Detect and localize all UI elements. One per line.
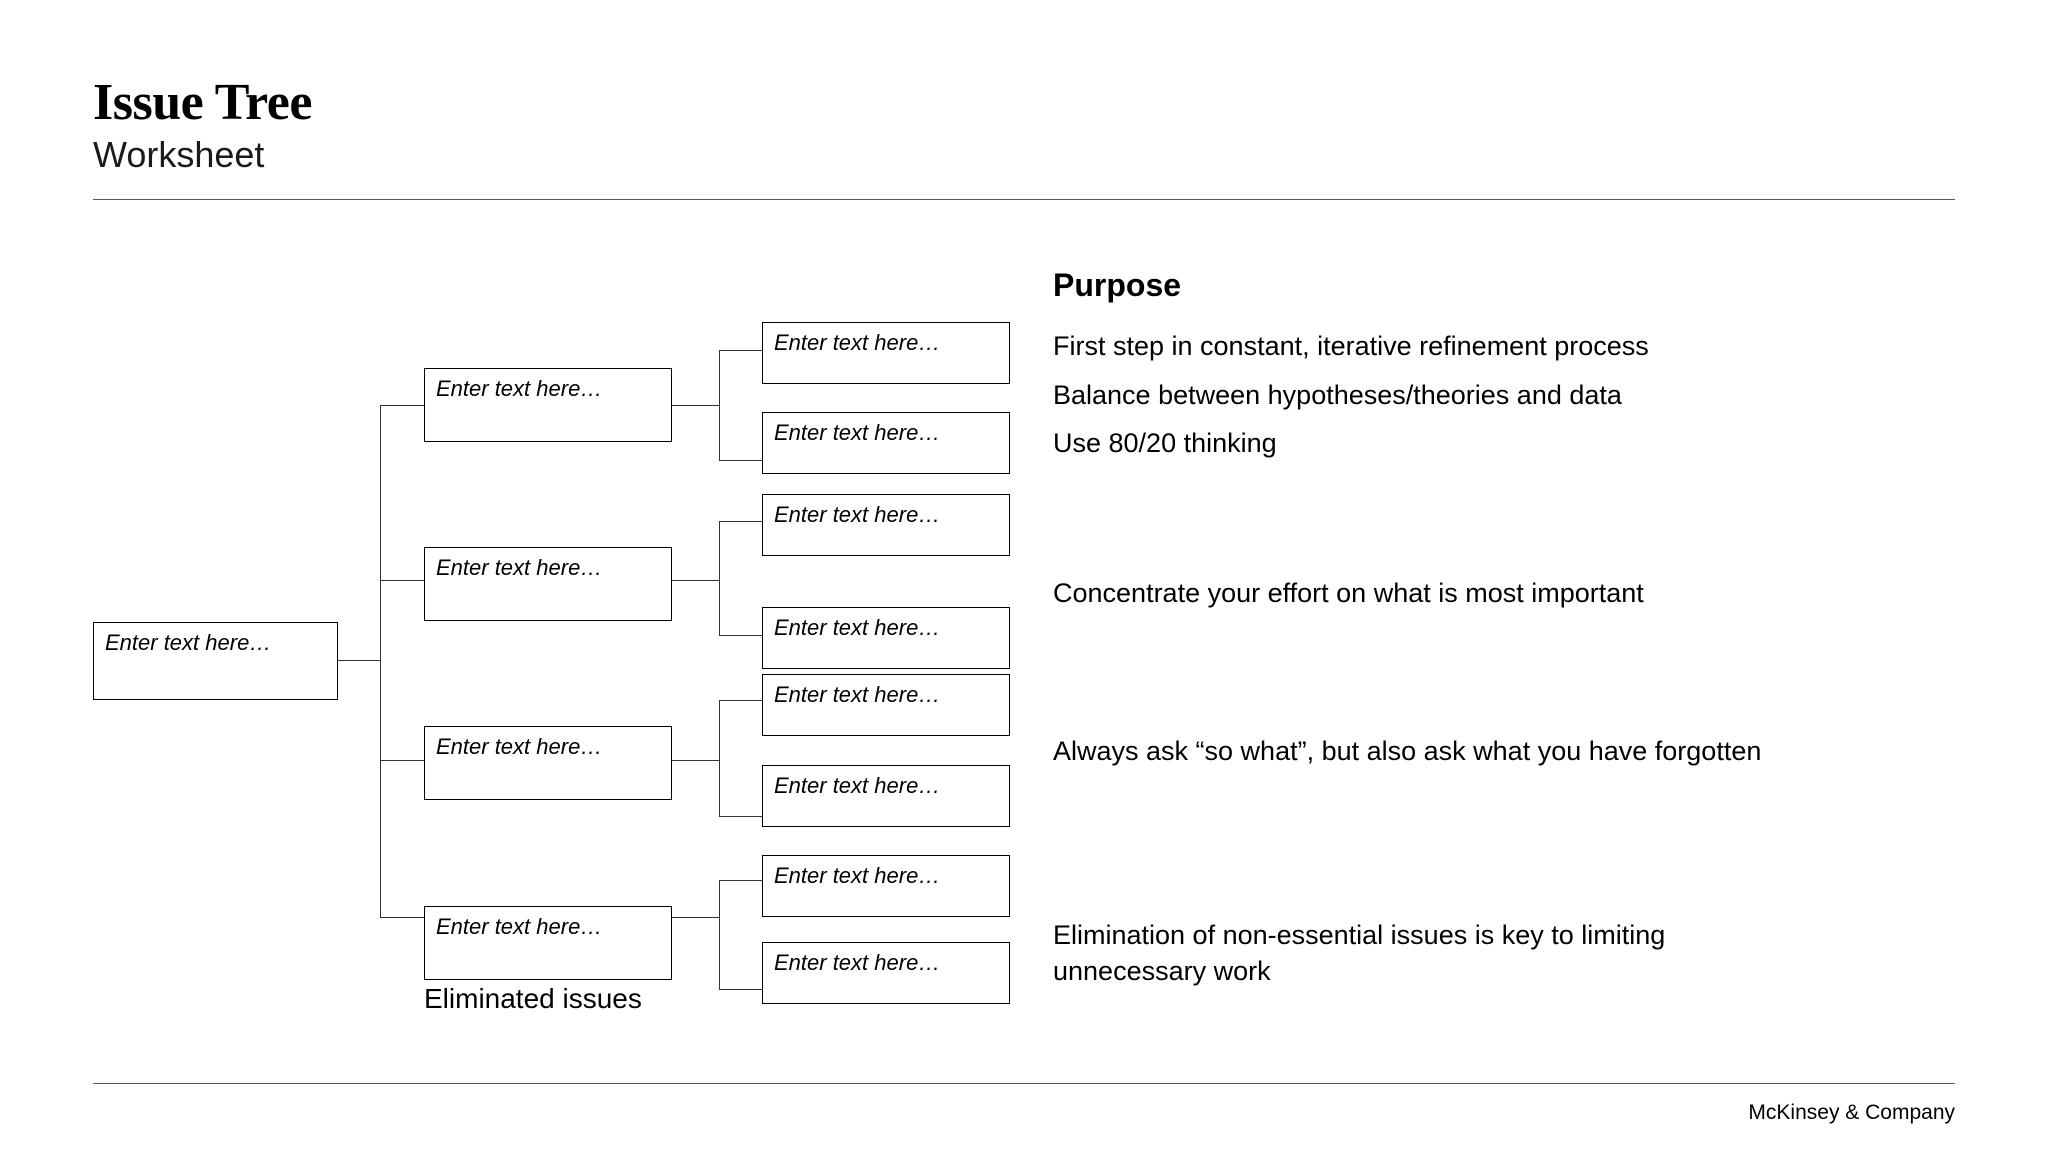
footer-brand: McKinsey & Company: [1748, 1101, 1955, 1124]
purpose-item-3: Use 80/20 thinking: [1053, 428, 1277, 458]
tree-node-label: Enter text here…: [436, 376, 603, 401]
tree-node-level3-1-1[interactable]: Enter text here…: [762, 322, 1010, 384]
purpose-item-4: Concentrate your effort on what is most …: [1053, 578, 1644, 608]
connector-branch-3-child-2: [719, 816, 762, 818]
connector-branch-2-fork: [719, 521, 721, 635]
tree-node-label: Enter text here…: [774, 615, 941, 640]
connector-branch-4-child-2: [719, 989, 762, 991]
tree-node-level3-1-2[interactable]: Enter text here…: [762, 412, 1010, 474]
connector-branch-4-stub: [672, 917, 720, 919]
connector-branch-3: [380, 760, 424, 762]
purpose-item-1: First step in constant, iterative refine…: [1053, 331, 1649, 361]
purpose-item-2: Balance between hypotheses/theories and …: [1053, 380, 1622, 410]
tree-node-label: Enter text here…: [774, 330, 941, 355]
tree-node-label: Enter text here…: [774, 863, 941, 888]
connector-branch-1-child-2: [719, 460, 762, 462]
header-divider: [93, 199, 1955, 200]
slide-header: Issue Tree Worksheet: [93, 74, 1953, 176]
tree-node-label: Enter text here…: [436, 914, 603, 939]
purpose-heading: Purpose: [1053, 267, 1182, 303]
connector-branch-4: [380, 917, 424, 919]
page-title: Issue Tree: [93, 74, 312, 131]
tree-node-level2-2[interactable]: Enter text here…: [424, 547, 672, 621]
tree-node-label: Enter text here…: [774, 773, 941, 798]
connector-branch-2-stub: [672, 580, 720, 582]
tree-node-label: Enter text here…: [774, 502, 941, 527]
connector-branch-3-fork: [719, 700, 721, 816]
connector-branch-3-stub: [672, 760, 720, 762]
tree-node-label: Enter text here…: [105, 630, 272, 655]
connector-branch-2-child-2: [719, 635, 762, 637]
tree-node-level3-2-1[interactable]: Enter text here…: [762, 494, 1010, 556]
connector-branch-1: [380, 405, 424, 407]
connector-branch-1-child-1: [719, 350, 762, 352]
connector-branch-3-child-1: [719, 700, 762, 702]
purpose-item-6: Elimination of non-essential issues is k…: [1053, 920, 1666, 986]
connector-main-trunk: [380, 405, 382, 917]
connector-branch-2: [380, 580, 424, 582]
tree-node-root[interactable]: Enter text here…: [93, 622, 338, 700]
tree-node-label: Enter text here…: [436, 734, 603, 759]
footer-divider: [93, 1083, 1955, 1084]
tree-node-level3-4-2[interactable]: Enter text here…: [762, 942, 1010, 1004]
connector-branch-2-child-1: [719, 521, 762, 523]
tree-node-level3-3-1[interactable]: Enter text here…: [762, 674, 1010, 736]
tree-node-level2-3[interactable]: Enter text here…: [424, 726, 672, 800]
purpose-item-5: Always ask “so what”, but also ask what …: [1053, 736, 1762, 766]
page-subtitle: Worksheet: [93, 134, 265, 175]
connector-branch-4-child-1: [719, 880, 762, 882]
tree-node-level3-4-1[interactable]: Enter text here…: [762, 855, 1010, 917]
eliminated-issues-label: Eliminated issues: [424, 983, 642, 1014]
tree-node-level3-2-2[interactable]: Enter text here…: [762, 607, 1010, 669]
tree-node-label: Enter text here…: [774, 950, 941, 975]
tree-node-level2-4[interactable]: Enter text here…: [424, 906, 672, 980]
connector-branch-1-stub: [672, 405, 720, 407]
tree-node-label: Enter text here…: [774, 420, 941, 445]
connector-root-stub: [338, 660, 381, 662]
connector-branch-1-fork: [719, 350, 721, 460]
connector-branch-4-fork: [719, 880, 721, 990]
tree-node-level3-3-2[interactable]: Enter text here…: [762, 765, 1010, 827]
tree-node-label: Enter text here…: [774, 682, 941, 707]
tree-node-label: Enter text here…: [436, 555, 603, 580]
tree-node-level2-1[interactable]: Enter text here…: [424, 368, 672, 442]
